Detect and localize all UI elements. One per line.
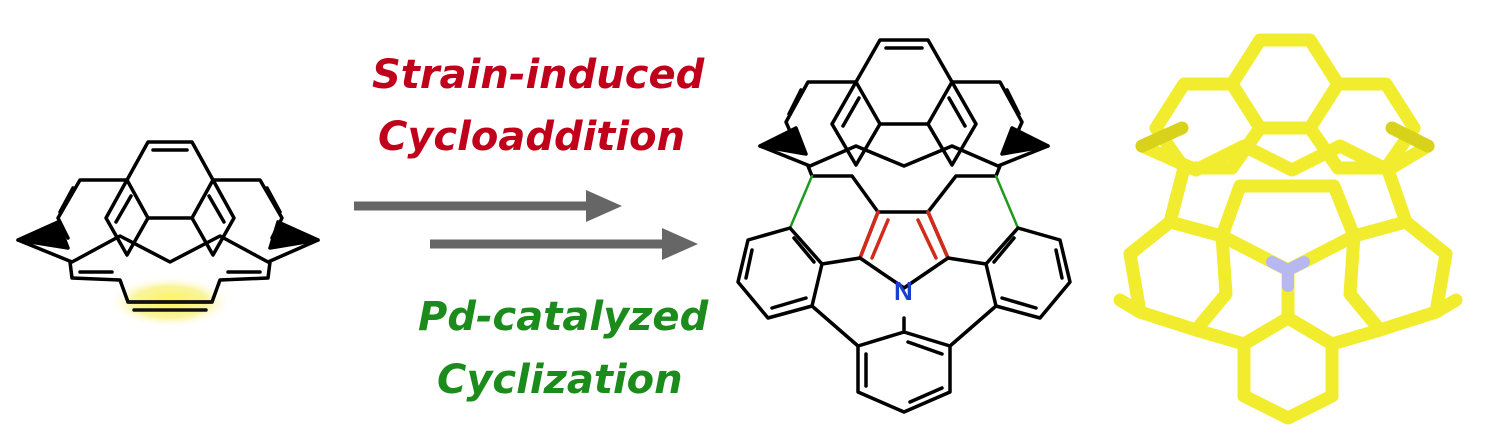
step1-label-line2: Cycloaddition xyxy=(378,114,685,160)
nitrogen-atom-label: N xyxy=(894,276,913,306)
reactant-nanohoop-icon xyxy=(16,140,320,328)
crystal-nitrogen-icon xyxy=(1266,256,1310,292)
product-structure-icon xyxy=(736,38,1072,414)
crystal-structure-icon xyxy=(1113,33,1463,425)
arrow-cyclization xyxy=(430,228,698,260)
step2-label-line1: Pd-catalyzed xyxy=(418,294,709,340)
step1-label-line1: Strain-induced xyxy=(372,52,705,98)
reaction-arrows xyxy=(354,190,698,260)
arrow-cycloaddition xyxy=(354,190,622,222)
step2-label-line2: Cyclization xyxy=(437,357,683,403)
